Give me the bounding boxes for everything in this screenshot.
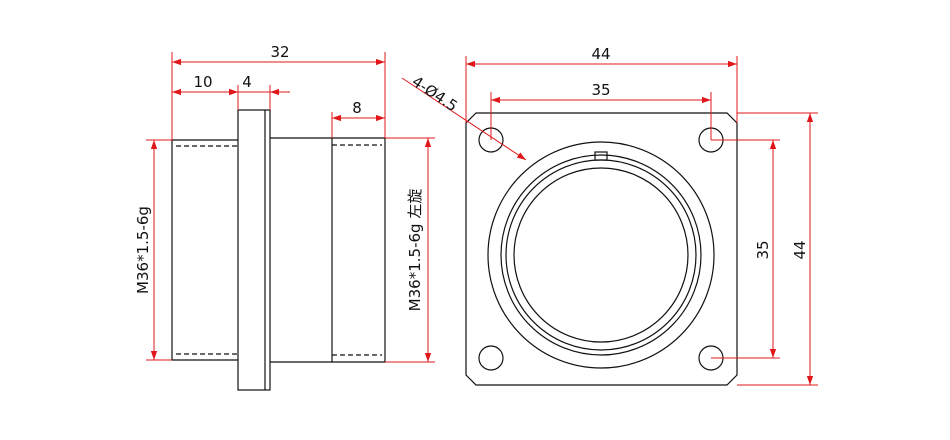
label-overall-length: 32 [270,43,289,61]
label-front-thread-spec: M36*1.5-6g [134,206,152,294]
front-view [465,112,738,386]
label-mounting-holes: 4-Ø4.5 [409,72,461,115]
front-thread-body [171,139,238,361]
square-flange [465,112,738,386]
leader-mounting-holes [401,77,527,161]
side-view-dimensions [146,52,435,363]
label-flange-width: 44 [591,45,610,63]
label-hole-spacing-horizontal: 35 [591,81,610,99]
front-view-labels: 44 35 35 44 4-Ø4.5 [409,45,809,260]
side-view [171,109,386,391]
label-flange-thickness: 4 [242,73,252,91]
mounting-hole-bottom-left [478,345,504,371]
inner-circle-outer-edge [505,159,697,351]
bore-circle [513,167,689,343]
label-hole-spacing-vertical: 35 [754,240,772,259]
label-front-thread-length: 10 [193,73,212,91]
rear-body [270,137,386,363]
outer-thread-circle [487,141,715,369]
label-rear-thread-spec: M36*1.5-6g 左旋 [406,189,424,312]
keyway [594,151,608,161]
side-view-labels: 32 10 4 8 M36*1.5-6g M36*1.5-6g 左旋 [134,43,424,311]
label-rear-thread-length: 8 [352,99,362,117]
flange [237,109,271,391]
front-view-dimensions [401,56,818,386]
middle-circle [500,154,702,356]
label-flange-height: 44 [791,240,809,259]
